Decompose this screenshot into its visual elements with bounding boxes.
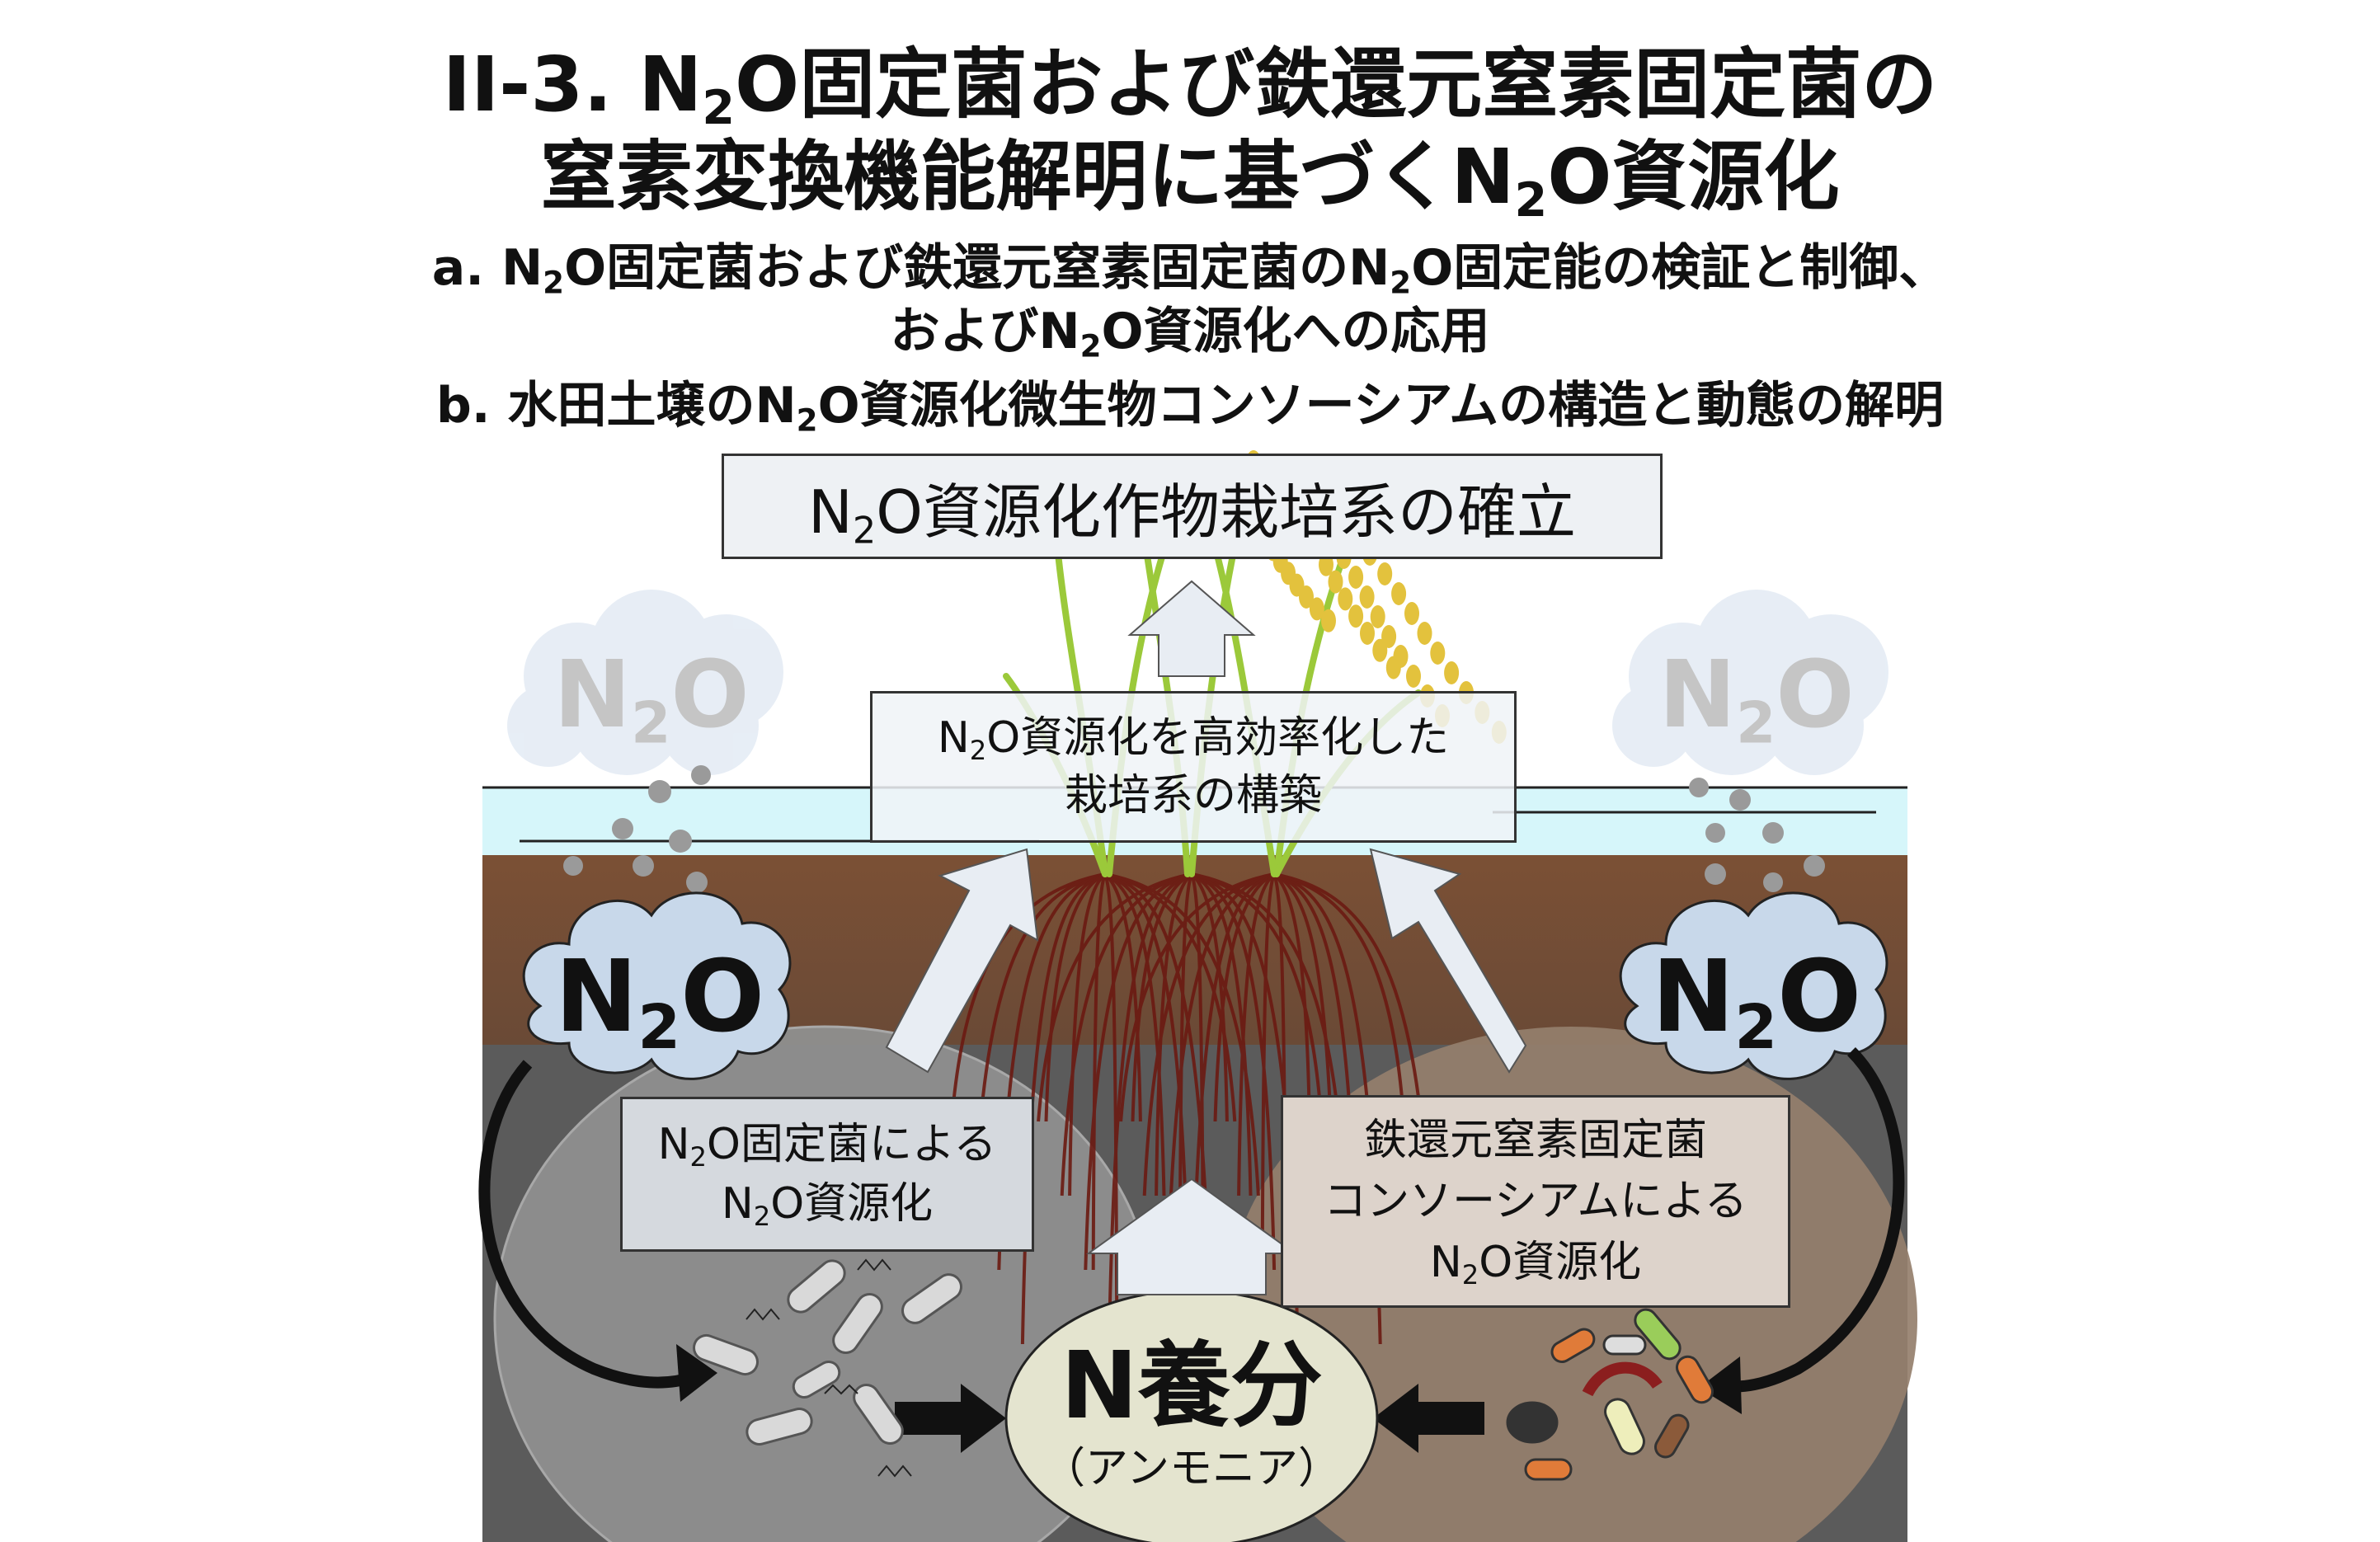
main-title-line2: 窒素変換機能解明に基づくN2O資源化 [540,133,1840,228]
subtitle-a-line2: およびN2O資源化への応用 [890,303,1490,364]
soil-cloud-left [522,891,792,1080]
nutrient-sublabel: （アンモニア） [1042,1444,1341,1493]
arrow-left-to-nutrient [895,1384,1006,1453]
faded-cloud-right-label: N2O [1658,642,1855,757]
faded-cloud-left [507,590,783,775]
iron-reducing-bacteria [1506,1308,1714,1481]
arrow-up-to-goal [1127,580,1256,677]
subtitle-a-line1: a. N2O固定菌および鉄還元窒素固定菌のN2O固定能の検証と制御、 [431,239,1949,301]
main-title-line1: II-3. N2O固定菌および鉄還元窒素固定菌の [442,40,1938,135]
rice-roots [950,872,1429,1345]
goal-box: N2O資源化作物栽培系の確立 [722,454,1663,559]
nutrient-label: N養分 [1061,1333,1323,1440]
curve-arrow-left [478,1060,695,1389]
n2o-bubbles-right [1689,778,1825,892]
cultivation-system-box: N2O資源化を高効率化した栽培系の構築 [870,691,1517,843]
curve-arrow-right [1722,1047,1905,1393]
soil-cloud-right [1619,891,1888,1080]
arrow-left-diagonal [885,848,1039,1074]
curve-arrowhead-right [1699,1356,1742,1414]
faded-cloud-left-label: N2O [553,642,750,757]
soil-cloud-right-label: N2O [1651,940,1862,1063]
subtitle-b: b. 水田土壌のN2O資源化微生物コンソーシアムの構造と動態の解明 [435,377,1945,439]
arrow-right-to-nutrient [1373,1384,1484,1453]
arrow-right-diagonal [1369,848,1527,1074]
faded-cloud-right [1612,590,1888,775]
curve-arrowhead-left [676,1344,717,1402]
n2o-bubbles-left [563,765,711,893]
soil-cloud-left-label: N2O [554,940,765,1063]
arrow-up-center [1085,1178,1298,1295]
n2o-fixing-bacteria [693,1259,962,1446]
